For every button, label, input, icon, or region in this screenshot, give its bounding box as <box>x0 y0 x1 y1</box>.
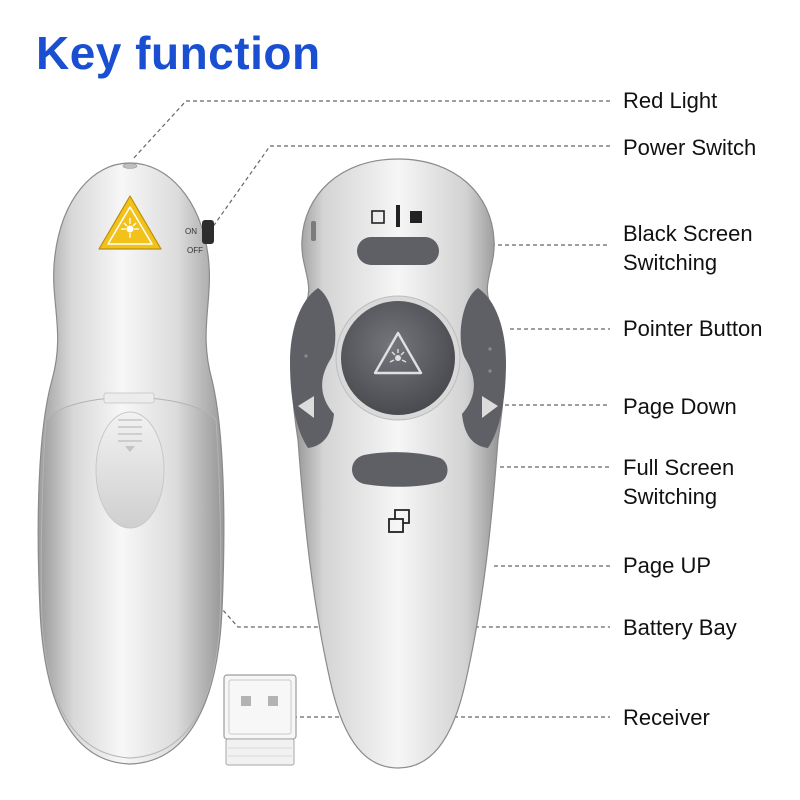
arrow-down-icon <box>125 446 135 452</box>
laser-aperture <box>122 163 138 169</box>
usb-receiver <box>223 674 297 766</box>
leader-power-switch <box>211 145 610 229</box>
usb-receiver-body <box>225 738 295 766</box>
label-power-switch: Power Switch <box>623 133 756 162</box>
power-switch-toggle[interactable] <box>202 220 214 244</box>
label-pointer-button: Pointer Button <box>623 314 762 343</box>
leader-red-light <box>131 100 610 161</box>
battery-cover-grip <box>118 419 142 442</box>
square-bar-square-icon <box>371 205 422 227</box>
page-title: Key function <box>36 27 321 79</box>
label-receiver: Receiver <box>623 703 710 732</box>
label-full-screen-switching: Full Screen Switching <box>623 453 734 511</box>
label-text: Power Switch <box>623 135 757 160</box>
battery-cover <box>40 397 222 759</box>
usb-contact-left <box>241 696 251 706</box>
laser-warning-icon <box>98 195 162 250</box>
switch-on-text: ON <box>185 227 197 236</box>
label-text: Red Light <box>623 88 718 113</box>
black-screen-button[interactable] <box>357 237 439 265</box>
label-text: Pointer Button <box>623 316 763 341</box>
label-text: Switching <box>623 250 718 275</box>
label-battery-bay: Battery Bay <box>623 613 737 642</box>
usb-receiver-plug <box>223 674 297 740</box>
label-text: Receiver <box>623 705 710 730</box>
battery-cover-latch <box>95 411 165 529</box>
presenter-front-view <box>290 158 506 769</box>
usb-contact-right <box>268 696 278 706</box>
label-text: Full Screen <box>623 455 735 480</box>
label-text: Switching <box>623 484 718 509</box>
label-black-screen-switching: Black Screen Switching <box>623 219 753 277</box>
side-dots <box>304 347 492 373</box>
chevron-right-icon <box>482 396 498 418</box>
leader-battery-bay <box>213 599 610 628</box>
battery-cover-tab <box>103 392 155 404</box>
overlapping-windows-icon <box>388 509 410 533</box>
presenter-back-view: ON OFF <box>37 162 225 765</box>
switch-off-text: OFF <box>187 246 203 255</box>
label-text: Page Down <box>623 394 737 419</box>
label-red-light: Red Light <box>623 86 717 115</box>
label-text: Battery Bay <box>623 615 737 640</box>
label-text: Page UP <box>623 553 712 578</box>
side-edge-detail <box>311 221 316 241</box>
label-page-up: Page UP <box>623 551 711 580</box>
full-screen-button[interactable] <box>352 452 448 487</box>
label-page-down: Page Down <box>623 392 737 421</box>
laser-warning-outline-icon <box>373 331 423 375</box>
chevron-left-icon <box>298 396 314 418</box>
label-text: Black Screen <box>623 221 753 246</box>
